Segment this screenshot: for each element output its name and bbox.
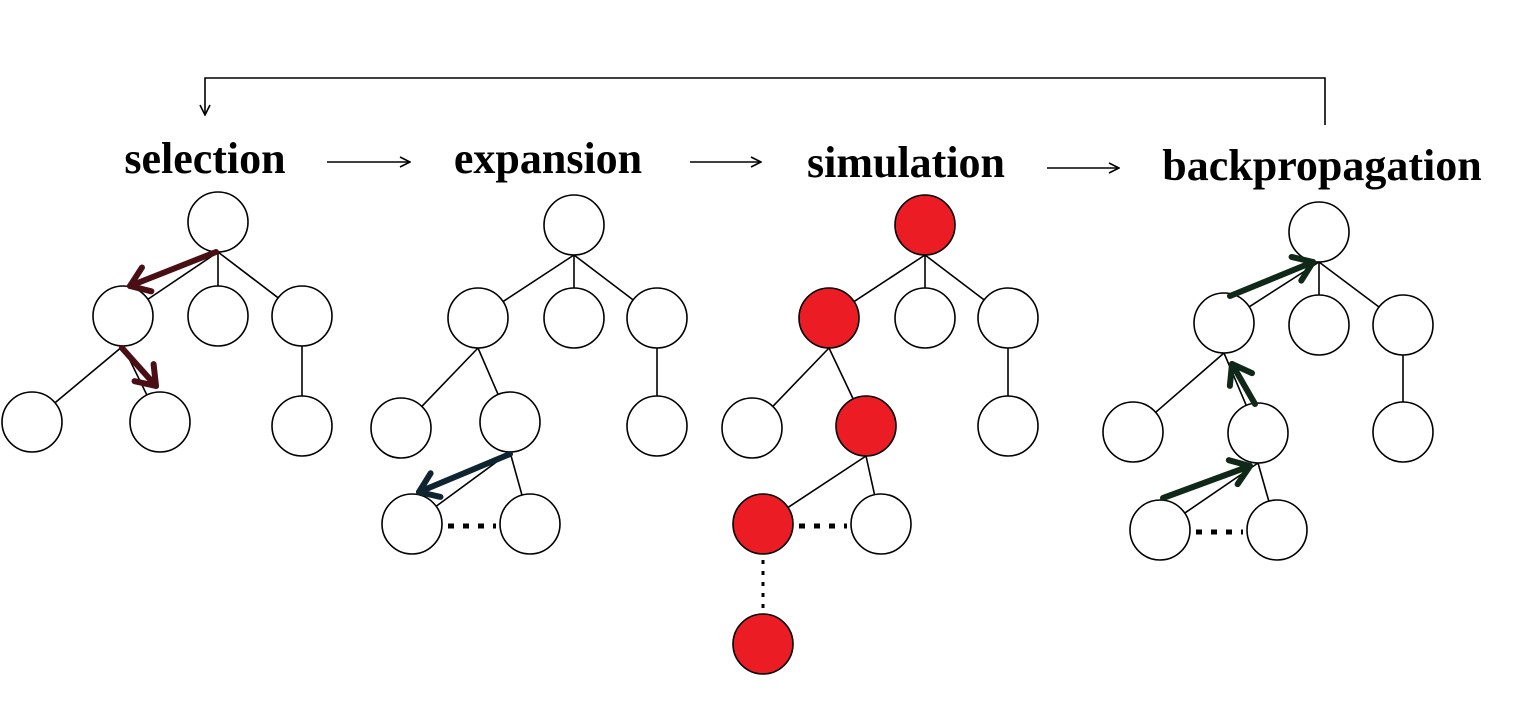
- tree-edge: [573, 254, 634, 301]
- tree-node: [977, 287, 1039, 349]
- tree-node: [626, 395, 688, 457]
- tree-edge: [477, 347, 499, 395]
- tree-edge: [1155, 352, 1225, 413]
- selection-arrow: [127, 249, 219, 289]
- tree-node: [1102, 401, 1164, 463]
- tree-edge: [1257, 462, 1270, 502]
- tree-node: [479, 391, 541, 453]
- backprop-arrow: [1227, 259, 1316, 299]
- selection-arrow: [119, 345, 159, 389]
- tree-node: [447, 287, 509, 349]
- tree-edge: [1223, 352, 1248, 406]
- tree-node: [1227, 402, 1289, 464]
- tree-simulation: [721, 194, 1039, 675]
- expansion-arrow-head: [416, 470, 444, 500]
- tree-node: [721, 397, 783, 459]
- tree-node: [187, 285, 249, 347]
- selection-arrow-head: [127, 264, 155, 295]
- tree-node: [129, 391, 191, 453]
- tree-node: [370, 397, 432, 459]
- tree-edge: [147, 251, 219, 300]
- tree-node: [271, 285, 333, 347]
- tree-edge: [54, 345, 124, 404]
- tree-edge: [853, 254, 926, 303]
- stage-label-selection: selection: [124, 134, 285, 183]
- backprop-arrow-head: [1226, 361, 1256, 389]
- tree-edge: [1318, 261, 1380, 308]
- tree-node: [1193, 292, 1255, 354]
- tree-node: [543, 287, 605, 349]
- tree-node: [187, 191, 249, 253]
- simulated-node: [894, 194, 956, 256]
- tree-node: [381, 493, 443, 555]
- tree-edge: [217, 251, 279, 299]
- selection-arrow-head: [131, 361, 159, 389]
- simulated-node: [732, 493, 794, 555]
- backprop-arrow-head: [1225, 457, 1253, 488]
- tree-edge: [772, 347, 830, 407]
- loop-back-arrow: [205, 77, 1326, 125]
- tree-node: [271, 395, 333, 457]
- backprop-arrow-head: [1288, 253, 1316, 284]
- tree-node: [626, 287, 688, 349]
- tree-node: [850, 493, 912, 555]
- simulated-node: [835, 395, 897, 457]
- tree-edge: [787, 455, 867, 509]
- stage-label-backpropagation: backpropagation: [1162, 141, 1482, 190]
- tree-edge: [502, 254, 575, 303]
- tree-edge: [421, 347, 479, 407]
- simulated-node: [732, 613, 794, 675]
- tree-node: [977, 395, 1039, 457]
- backprop-arrow: [1229, 361, 1258, 407]
- simulated-node: [798, 287, 860, 349]
- stage-label-simulation: simulation: [807, 138, 1005, 187]
- tree-node: [1129, 499, 1191, 561]
- tree-edge: [924, 254, 985, 301]
- tree-node: [499, 493, 561, 555]
- tree-edge: [509, 451, 523, 496]
- tree-node: [1372, 401, 1434, 463]
- backprop-arrow: [1160, 463, 1253, 501]
- tree-node: [1288, 294, 1350, 356]
- tree-edge: [865, 455, 876, 495]
- tree-node: [1372, 294, 1434, 356]
- tree-node: [894, 287, 956, 349]
- stage-label-expansion: expansion: [454, 134, 642, 183]
- tree-node: [92, 285, 154, 347]
- tree-selection: [1, 191, 333, 457]
- tree-node: [1246, 499, 1308, 561]
- expansion-arrow: [416, 451, 513, 495]
- tree-backpropagation: [1102, 201, 1434, 561]
- tree-edge: [828, 347, 854, 400]
- tree-expansion: [370, 194, 688, 555]
- tree-node: [1288, 201, 1350, 263]
- tree-node: [1, 391, 63, 453]
- tree-node: [543, 194, 605, 256]
